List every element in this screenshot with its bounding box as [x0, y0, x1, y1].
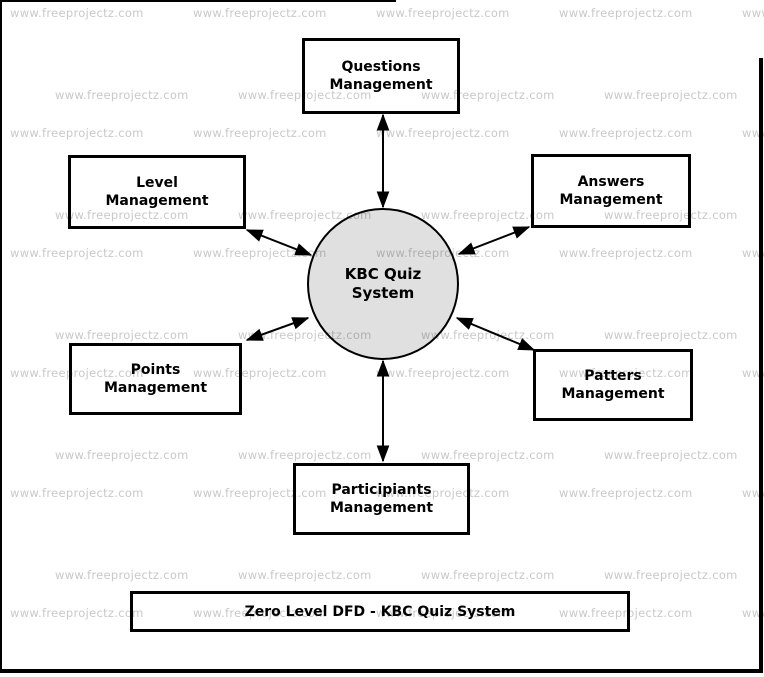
arrow-level-process [245, 229, 313, 256]
entity-participants-management: Participiants Management [293, 463, 470, 535]
frame-border-top [0, 0, 396, 2]
entity-level-management: Level Management [68, 155, 246, 229]
process-kbc-quiz-system: KBC Quiz System [307, 208, 459, 360]
entity-answers-management: Answers Management [531, 154, 691, 228]
entity-points-management: Points Management [69, 343, 242, 415]
diagram-title-box: Zero Level DFD - KBC Quiz System [130, 591, 630, 632]
entity-label: Patters Management [561, 368, 665, 402]
entity-label: Questions Management [329, 59, 433, 93]
entity-label: Points Management [103, 362, 208, 396]
entity-label: Participiants Management [329, 482, 434, 516]
entity-label: Answers Management [559, 174, 663, 208]
arrow-points-process [245, 317, 310, 341]
entity-questions-management: Questions Management [302, 38, 460, 114]
entity-patters-management: Patters Management [533, 349, 693, 421]
entity-label: Level Management [105, 175, 209, 209]
arrow-answers-process [457, 226, 531, 255]
frame-border-right [759, 58, 763, 673]
arrow-patters-process [455, 317, 536, 351]
diagram-title: Zero Level DFD - KBC Quiz System [244, 603, 516, 620]
process-label: KBC Quiz System [344, 265, 422, 302]
frame-border-left [0, 0, 2, 673]
frame-border-bottom [0, 669, 763, 673]
